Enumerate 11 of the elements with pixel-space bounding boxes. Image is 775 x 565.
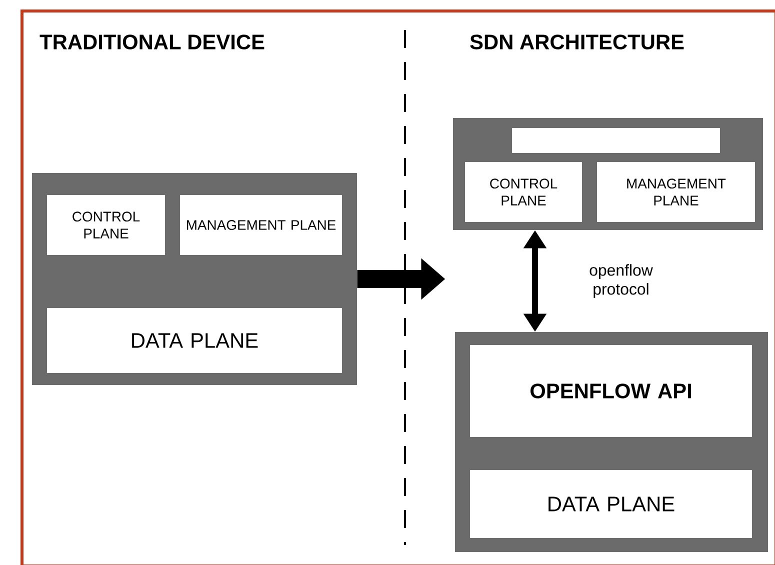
edge-label: openflow protocol <box>575 263 667 299</box>
heading: TRADITIONAL DEVICE <box>40 34 264 50</box>
plane-box: MANAGEMENT PLANE <box>597 162 755 222</box>
plane-box: OPENFLOW API <box>470 345 752 437</box>
plane-box: CONTROL PLANE <box>465 162 582 222</box>
heading: SDN ARCHITECTURE <box>470 34 684 50</box>
blank-bar <box>512 128 720 153</box>
plane-box: DATA PLANE <box>47 308 342 373</box>
plane-box: CONTROL PLANE <box>47 195 165 255</box>
plane-box: DATA PLANE <box>470 470 752 538</box>
plane-box: MANAGEMENT PLANE <box>180 195 342 255</box>
